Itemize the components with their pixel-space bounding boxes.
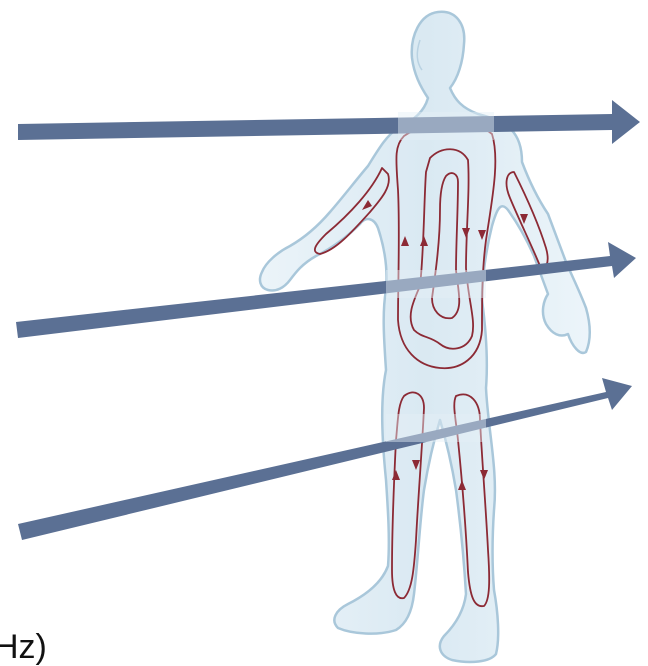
frequency-caption: Hz) — [0, 628, 47, 666]
overlay-top — [398, 112, 494, 140]
field-arrow-bottom — [18, 378, 632, 540]
field-arrow-top — [18, 100, 640, 144]
overlay-middle — [386, 270, 486, 298]
arrow-right-icon — [18, 100, 640, 144]
overlay-bottom — [386, 414, 486, 442]
arrow-right-icon — [18, 378, 632, 540]
